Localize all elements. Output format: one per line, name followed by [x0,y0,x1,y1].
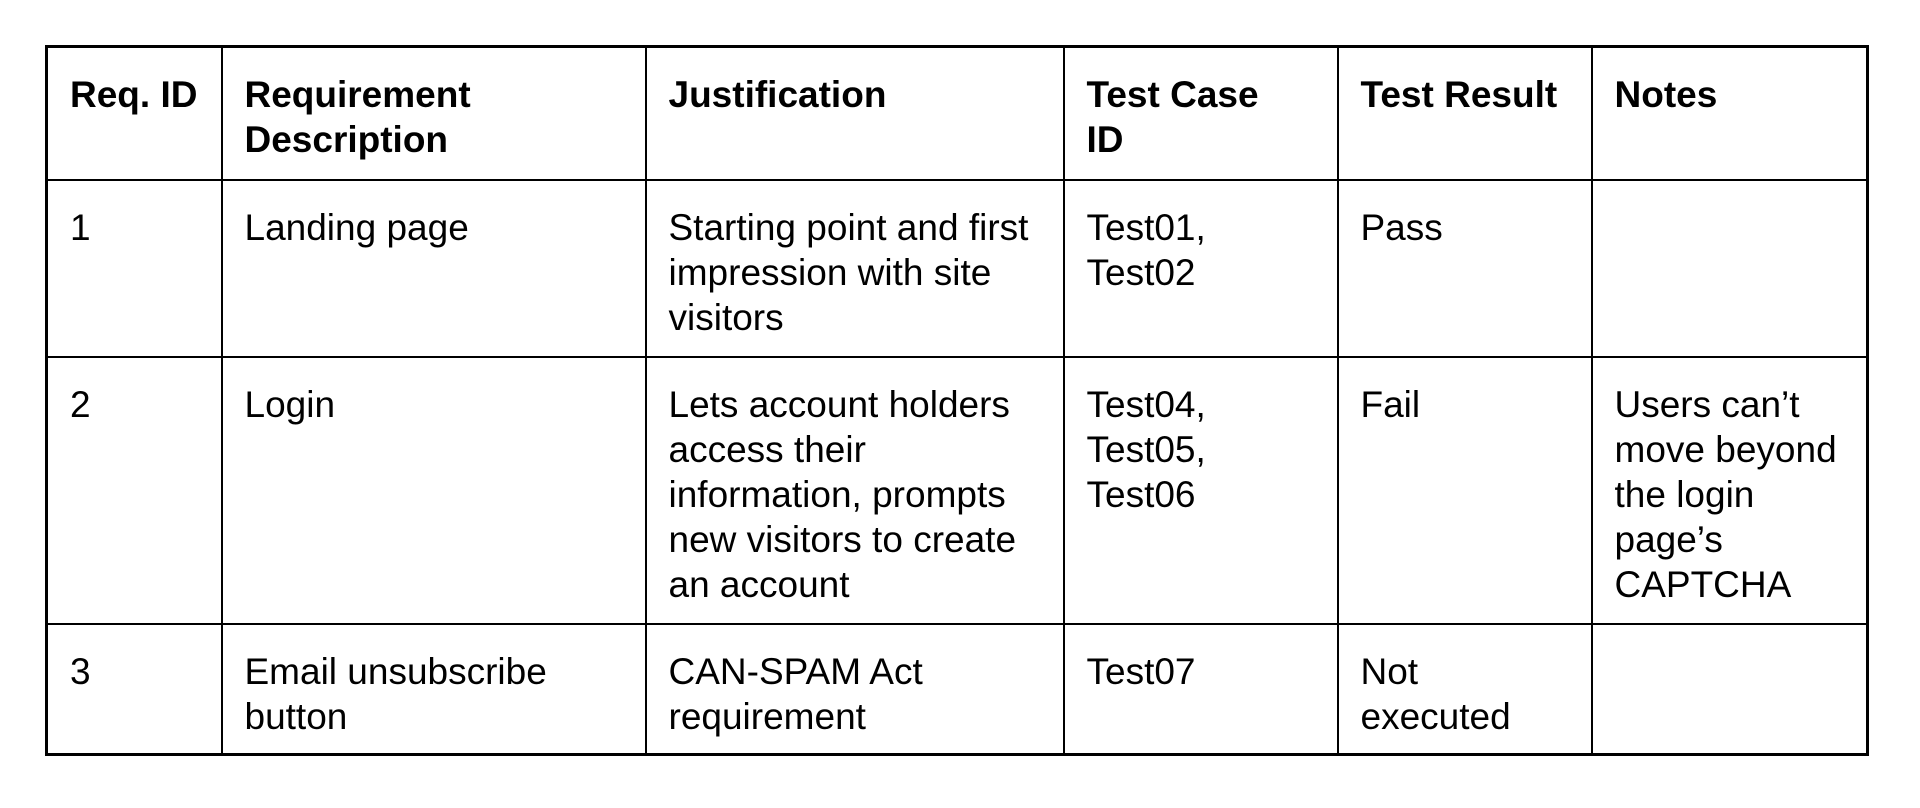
table-header-row: Req. ID Requirement Description Justific… [45,45,1869,181]
requirements-traceability-table: Req. ID Requirement Description Justific… [45,45,1869,756]
column-header-justification: Justification [644,45,1065,181]
cell-test-result: Fail [1336,355,1593,625]
column-header-requirement-description: Requirement Description [220,45,647,181]
cell-requirement-description: Login [220,355,647,625]
table-row: 1 Landing page Starting point and first … [45,178,1869,358]
table-row: 3 Email unsubscribe button CAN-SPAM Act … [45,622,1869,756]
cell-justification: Lets account holders access their inform… [644,355,1065,625]
cell-test-case-id: Test07 [1062,622,1339,756]
cell-test-case-id: Test04, Test05, Test06 [1062,355,1339,625]
cell-req-id: 2 [45,355,223,625]
cell-justification: CAN-SPAM Act requirement [644,622,1065,756]
table-row: 2 Login Lets account holders access thei… [45,355,1869,625]
column-header-notes: Notes [1590,45,1869,181]
cell-test-case-id: Test01, Test02 [1062,178,1339,358]
column-header-test-result: Test Result [1336,45,1593,181]
cell-test-result: Pass [1336,178,1593,358]
cell-notes: Users can’t move beyond the login page’s… [1590,355,1869,625]
cell-req-id: 1 [45,178,223,358]
cell-notes [1590,178,1869,358]
cell-requirement-description: Email unsubscribe button [220,622,647,756]
cell-req-id: 3 [45,622,223,756]
cell-test-result: Not executed [1336,622,1593,756]
cell-justification: Starting point and first impression with… [644,178,1065,358]
column-header-test-case-id: Test Case ID [1062,45,1339,181]
column-header-req-id: Req. ID [45,45,223,181]
cell-notes [1590,622,1869,756]
cell-requirement-description: Landing page [220,178,647,358]
